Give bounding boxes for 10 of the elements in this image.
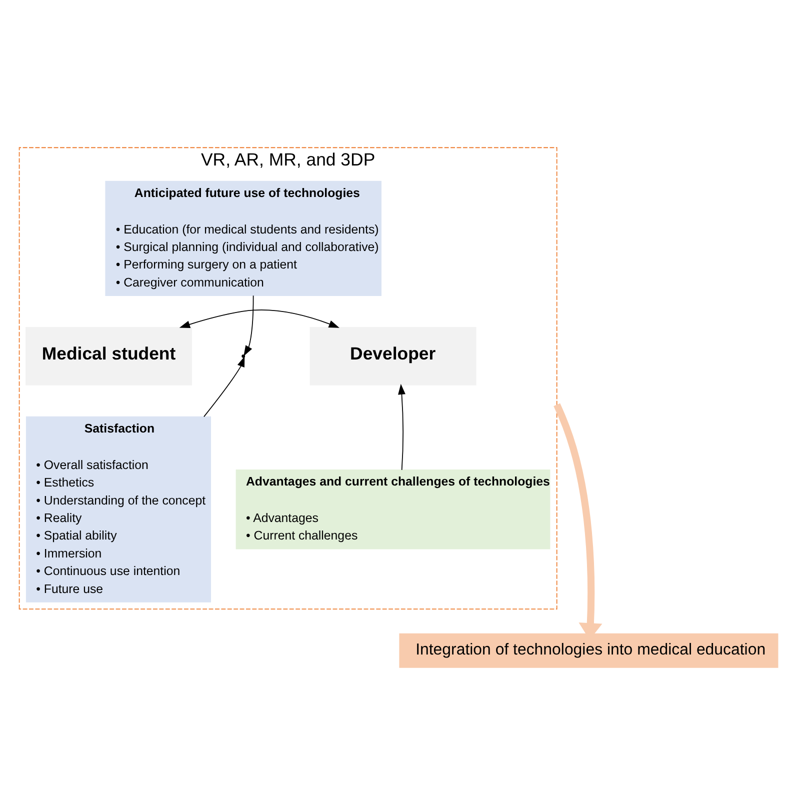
- arrow: [179, 309, 340, 328]
- node-box: Advantages and current challenges of technologies • Advantages • Current challenges: [236, 469, 550, 549]
- arrow: [398, 383, 406, 470]
- node-box: Medical student: [26, 326, 192, 385]
- node-box: Satisfaction • Overall satisfaction • Esthetics • Understanding of the concept • Reality • Spatial ability • Immersion • Continuous use intention • Future use: [26, 416, 212, 602]
- node-box: Developer: [310, 326, 476, 385]
- arrow: [244, 294, 254, 356]
- node-box: Integration of technologies into medical education: [399, 632, 778, 668]
- node-box: Anticipated future use of technologies • Education (for medical students and residents) • Surgical planning (individual and collaborative) • Performing surgery on a patient • Caregiver communication: [105, 180, 382, 296]
- arrow: [204, 356, 245, 417]
